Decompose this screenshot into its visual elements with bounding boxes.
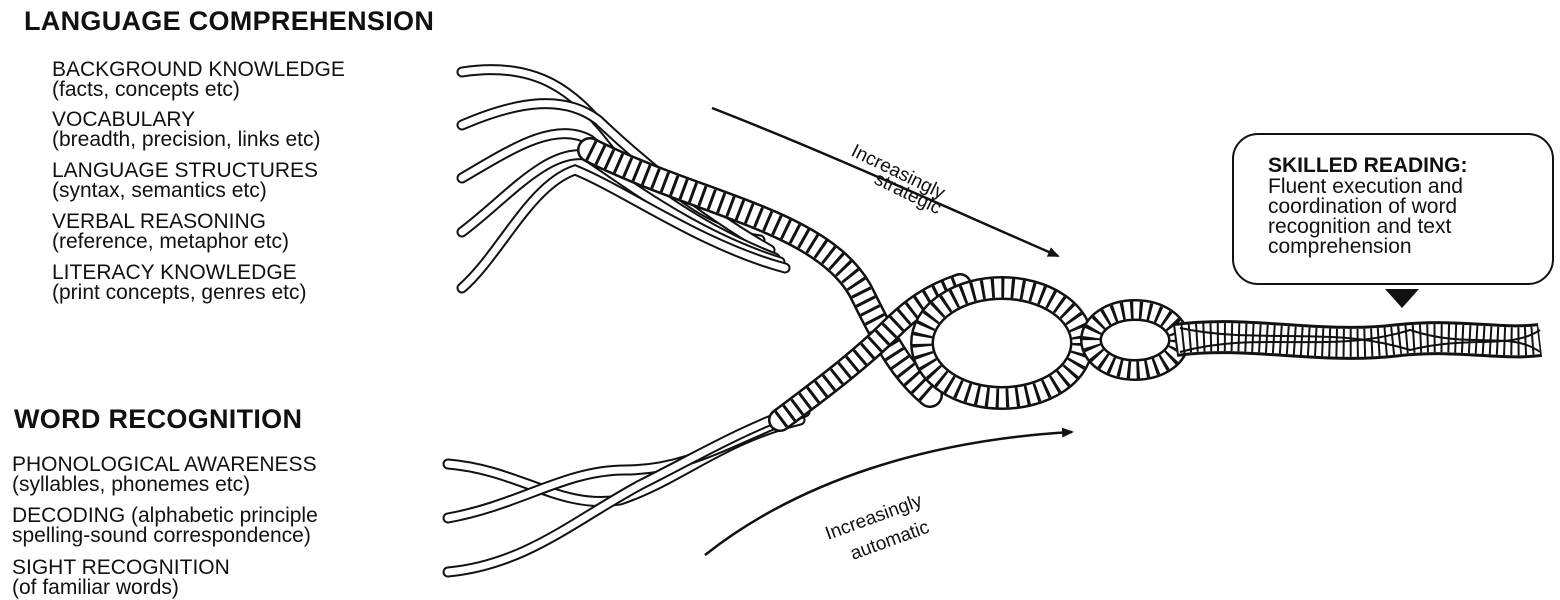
rope-loop-large: [922, 288, 1082, 398]
skilled-reading-title: SKILLED READING:: [1268, 155, 1552, 177]
word-recognition-strands: [448, 405, 810, 572]
callout-pointer-icon: [1385, 289, 1419, 308]
skilled-reading-rope: [1175, 328, 1540, 352]
automatic-label: Increasingly automatic: [823, 490, 933, 565]
strand-sight-recognition: [448, 405, 810, 572]
skilled-reading-body: Fluent execution and coordination of wor…: [1268, 177, 1552, 257]
strategic-label: Increasingly strategic: [848, 141, 949, 219]
skilled-reading-callout: SKILLED READING: Fluent execution and co…: [1232, 133, 1554, 285]
rope-loop-small: [1091, 310, 1179, 370]
